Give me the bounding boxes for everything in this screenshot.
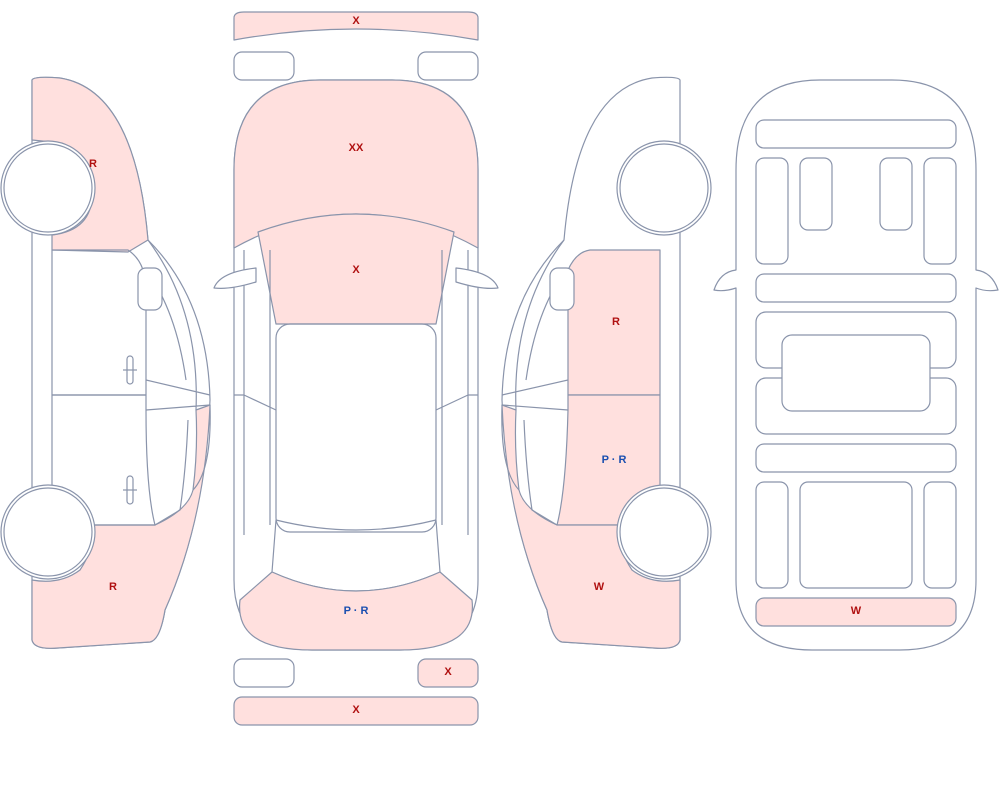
mark-underbody-rear-panel: W bbox=[851, 605, 862, 617]
underbody-rear-left-rail[interactable] bbox=[755, 481, 789, 589]
underbody-firewall[interactable] bbox=[755, 273, 957, 303]
mark-hood: XX bbox=[349, 142, 364, 154]
top-left-doorline bbox=[234, 250, 277, 535]
front-bumper-top[interactable] bbox=[233, 11, 479, 41]
left-side-view: R R bbox=[0, 76, 211, 649]
underbody-front-crossmember[interactable] bbox=[755, 119, 957, 149]
mark-trunk: P · R bbox=[344, 605, 369, 617]
underbody-front-right-rail[interactable] bbox=[923, 157, 957, 265]
right-side-view: R P · R W bbox=[501, 76, 712, 649]
mark-left-rear-quarter: R bbox=[109, 581, 117, 593]
underbody-front-left-rail[interactable] bbox=[755, 157, 789, 265]
right-window-line bbox=[501, 239, 569, 491]
right-front-door[interactable] bbox=[567, 249, 661, 396]
mark-right-rear-quarter: W bbox=[594, 581, 605, 593]
left-front-wheel-rim bbox=[3, 143, 93, 233]
mark-windshield: X bbox=[352, 264, 360, 276]
underbody-front-left-inner[interactable] bbox=[799, 157, 833, 231]
underbody-rear-panel[interactable] bbox=[755, 597, 957, 627]
underbody-front-right-inner[interactable] bbox=[879, 157, 913, 231]
underbody-spare-well[interactable] bbox=[799, 481, 913, 589]
underbody-center-tunnel[interactable] bbox=[781, 334, 931, 412]
left-mirror[interactable] bbox=[137, 267, 163, 311]
right-mirror[interactable] bbox=[549, 267, 575, 311]
front-left-lamp[interactable] bbox=[233, 51, 295, 81]
right-rear-wheel-rim bbox=[619, 487, 709, 577]
rear-right-lamp[interactable] bbox=[417, 658, 479, 688]
mark-rear-bumper: X bbox=[352, 704, 360, 716]
front-right-lamp[interactable] bbox=[417, 51, 479, 81]
mark-rear-right-lamp: X bbox=[444, 666, 452, 678]
mark-front-bumper-top: X bbox=[352, 15, 360, 27]
right-front-wheel-rim bbox=[619, 143, 709, 233]
top-right-mirror[interactable] bbox=[455, 267, 499, 289]
underbody-rear-crossmember[interactable] bbox=[755, 443, 957, 473]
windshield[interactable] bbox=[257, 213, 455, 325]
top-left-mirror[interactable] bbox=[213, 267, 257, 289]
mark-left-front-fender: R bbox=[89, 158, 97, 170]
left-rear-wheel-rim bbox=[3, 487, 93, 577]
underbody-rear-right-rail[interactable] bbox=[923, 481, 957, 589]
left-window-line bbox=[145, 239, 211, 491]
roof[interactable] bbox=[275, 323, 437, 533]
mark-right-rear-door: P · R bbox=[602, 454, 627, 466]
mark-right-front-door: R bbox=[612, 316, 620, 328]
top-view: X XX X P · R X X bbox=[213, 11, 499, 726]
rear-left-lamp[interactable] bbox=[233, 658, 295, 688]
rear-bumper[interactable] bbox=[233, 696, 479, 726]
underbody-view: W bbox=[713, 79, 999, 651]
top-right-doorline bbox=[435, 250, 478, 535]
trunk[interactable] bbox=[239, 571, 473, 651]
